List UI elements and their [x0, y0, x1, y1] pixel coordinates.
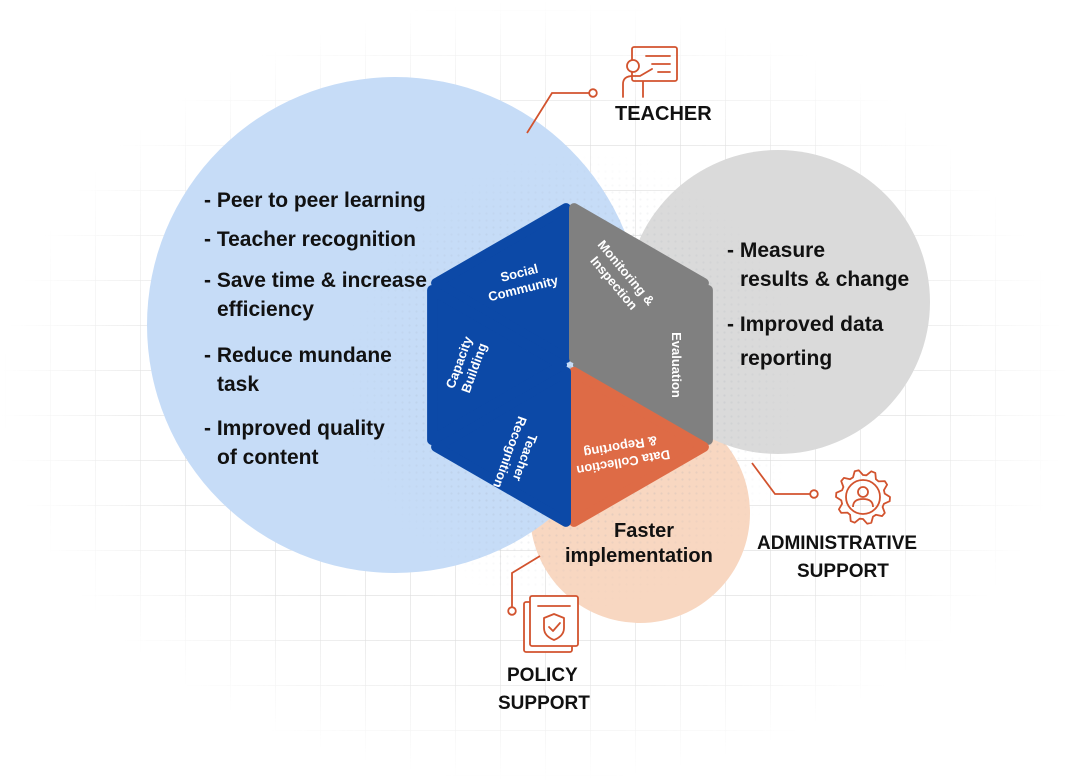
wedge-capacity: [427, 285, 567, 445]
teacher-connector: [526, 88, 598, 134]
presentation-board-icon: [622, 46, 678, 98]
list-item: - Improved quality: [204, 417, 385, 440]
list-item: - Improved data: [727, 313, 884, 336]
policy-connector: [507, 555, 541, 616]
list-item: - Reduce mundane: [204, 344, 392, 367]
list-item: - Measure: [727, 239, 826, 262]
wedge-monitoring: [569, 203, 709, 364]
list-item: - Peer to peer learning: [204, 189, 426, 212]
wedge-label: Evaluation: [669, 332, 684, 398]
administrative-connector: [751, 462, 819, 499]
teacher-label: TEACHER: [615, 103, 712, 125]
gear-person-icon: [835, 469, 891, 525]
list-item: efficiency: [217, 298, 314, 321]
list-item: implementation: [565, 545, 713, 567]
wedge-social: [431, 203, 571, 364]
wedge-teacher: [431, 366, 571, 527]
wedge-data-collection: [569, 366, 709, 527]
wedge-evaluation: [573, 285, 713, 445]
list-item: task: [217, 373, 260, 396]
list-item: reporting: [740, 347, 833, 370]
policy-label-line2: SUPPORT: [498, 693, 590, 714]
list-item: results & change: [740, 268, 910, 291]
administrative-label-line1: ADMINISTRATIVE: [757, 533, 918, 554]
policy-label-line1: POLICY: [507, 665, 578, 686]
list-item: - Teacher recognition: [204, 228, 416, 251]
list-item: Faster: [614, 520, 675, 542]
shield-document-icon: [523, 595, 579, 653]
list-item: - Save time & increase: [204, 269, 427, 292]
administrative-label-line2: SUPPORT: [797, 561, 889, 582]
list-item: of content: [217, 446, 319, 469]
